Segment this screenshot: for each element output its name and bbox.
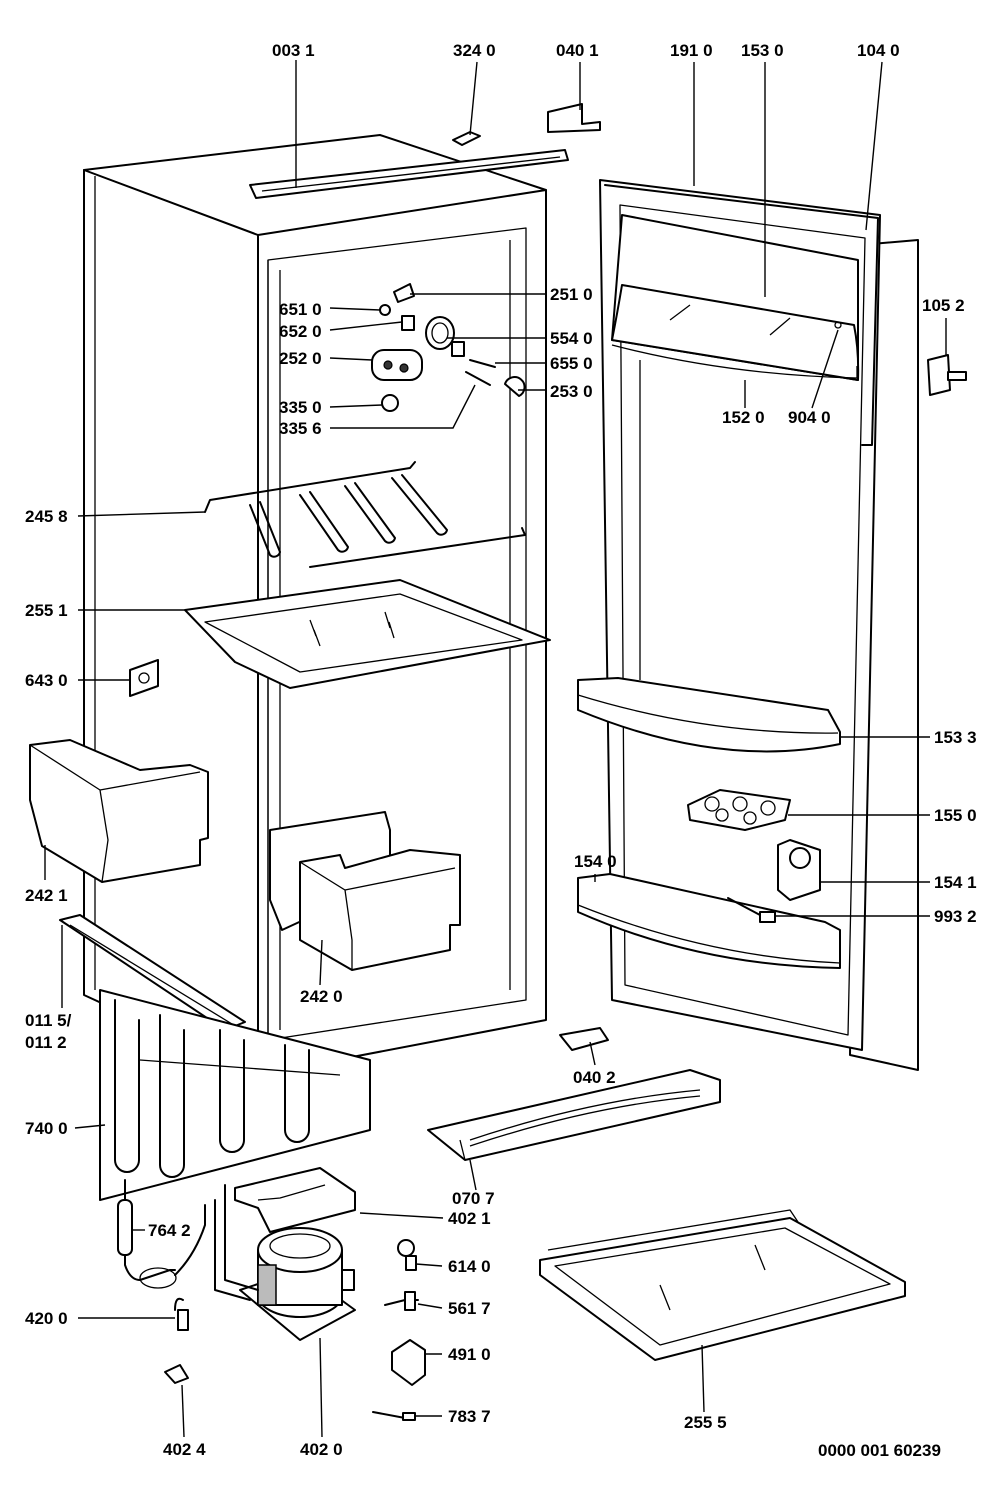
door-shelf-lower — [577, 873, 841, 969]
door-gasket — [604, 184, 879, 446]
label-253-0: 253 0 — [550, 382, 593, 401]
label-242-0: 242 0 — [300, 987, 343, 1006]
thermostat-group — [371, 283, 526, 412]
label-104-0: 104 0 — [857, 41, 900, 60]
label-740-0: 740 0 — [25, 1119, 68, 1138]
bottle-holder — [777, 839, 821, 901]
top-rail — [249, 149, 569, 199]
label-420-0: 420 0 — [25, 1309, 68, 1328]
clip-402-4 — [164, 1364, 189, 1384]
bottom-rail — [59, 914, 246, 1031]
label-335-0: 335 0 — [279, 398, 322, 417]
capillary-tube — [117, 1179, 206, 1289]
label-011-5: 011 5/ — [25, 1011, 72, 1030]
clip-part — [452, 131, 481, 146]
condenser — [99, 989, 371, 1201]
label-783-7: 783 7 — [448, 1407, 491, 1426]
leader-lines — [44, 60, 947, 1438]
label-191-0: 191 0 — [670, 41, 713, 60]
label-245-8: 245 8 — [25, 507, 68, 526]
glass-shelf — [184, 579, 551, 689]
label-491-0: 491 0 — [448, 1345, 491, 1364]
label-040-2: 040 2 — [573, 1068, 616, 1087]
compressor — [214, 1184, 356, 1341]
top-hinge-bracket — [547, 103, 601, 133]
channel-part — [427, 1069, 721, 1161]
small-tool — [727, 897, 776, 923]
glass-shelf-bottom — [539, 1209, 906, 1361]
label-255-1: 255 1 — [25, 601, 68, 620]
label-153-0: 153 0 — [741, 41, 784, 60]
label-402-1: 402 1 — [448, 1209, 491, 1228]
compressor-accessories — [372, 1239, 426, 1421]
label-003-1: 003 1 — [272, 41, 315, 60]
relay-420 — [174, 1297, 189, 1331]
label-335-6: 335 6 — [279, 419, 322, 438]
egg-tray — [687, 789, 791, 831]
crisper-bin-left — [29, 739, 209, 883]
door — [599, 179, 919, 1071]
label-643-0: 643 0 — [25, 671, 68, 690]
label-252-0: 252 0 — [279, 349, 322, 368]
label-154-0: 154 0 — [574, 852, 617, 871]
label-402-0: 402 0 — [300, 1440, 343, 1459]
label-011-2: 011 2 — [25, 1033, 67, 1052]
label-402-4: 402 4 — [163, 1440, 206, 1459]
label-655-0: 655 0 — [550, 354, 593, 373]
bottom-hinge-bracket — [559, 1027, 609, 1051]
label-155-0: 155 0 — [934, 806, 977, 825]
label-070-7: 070 7 — [452, 1189, 495, 1208]
door-hinge-right — [927, 354, 967, 396]
drawing-reference-number: 0000 001 60239 — [818, 1441, 941, 1460]
label-105-2: 105 2 — [922, 296, 965, 315]
label-242-1: 242 1 — [25, 886, 68, 905]
label-154-1: 154 1 — [934, 873, 977, 892]
label-255-5: 255 5 — [684, 1413, 727, 1432]
label-324-0: 324 0 — [453, 41, 496, 60]
label-764-2: 764 2 — [148, 1221, 191, 1240]
label-153-3: 153 3 — [934, 728, 977, 747]
label-040-1: 040 1 — [556, 41, 599, 60]
label-904-0: 904 0 — [788, 408, 831, 427]
evaporator-coil — [204, 461, 526, 568]
label-993-2: 993 2 — [934, 907, 977, 926]
label-652-0: 652 0 — [279, 322, 322, 341]
crisper-bin-inner — [269, 811, 461, 971]
door-shelf-upper — [577, 677, 841, 753]
switch-part — [129, 659, 159, 697]
label-614-0: 614 0 — [448, 1257, 491, 1276]
compressor-base-tray — [234, 1167, 356, 1233]
door-compartment-top — [611, 214, 860, 381]
label-251-0: 251 0 — [550, 285, 593, 304]
label-554-0: 554 0 — [550, 329, 593, 348]
label-152-0: 152 0 — [722, 408, 765, 427]
label-651-0: 651 0 — [279, 300, 322, 319]
label-561-7: 561 7 — [448, 1299, 491, 1318]
